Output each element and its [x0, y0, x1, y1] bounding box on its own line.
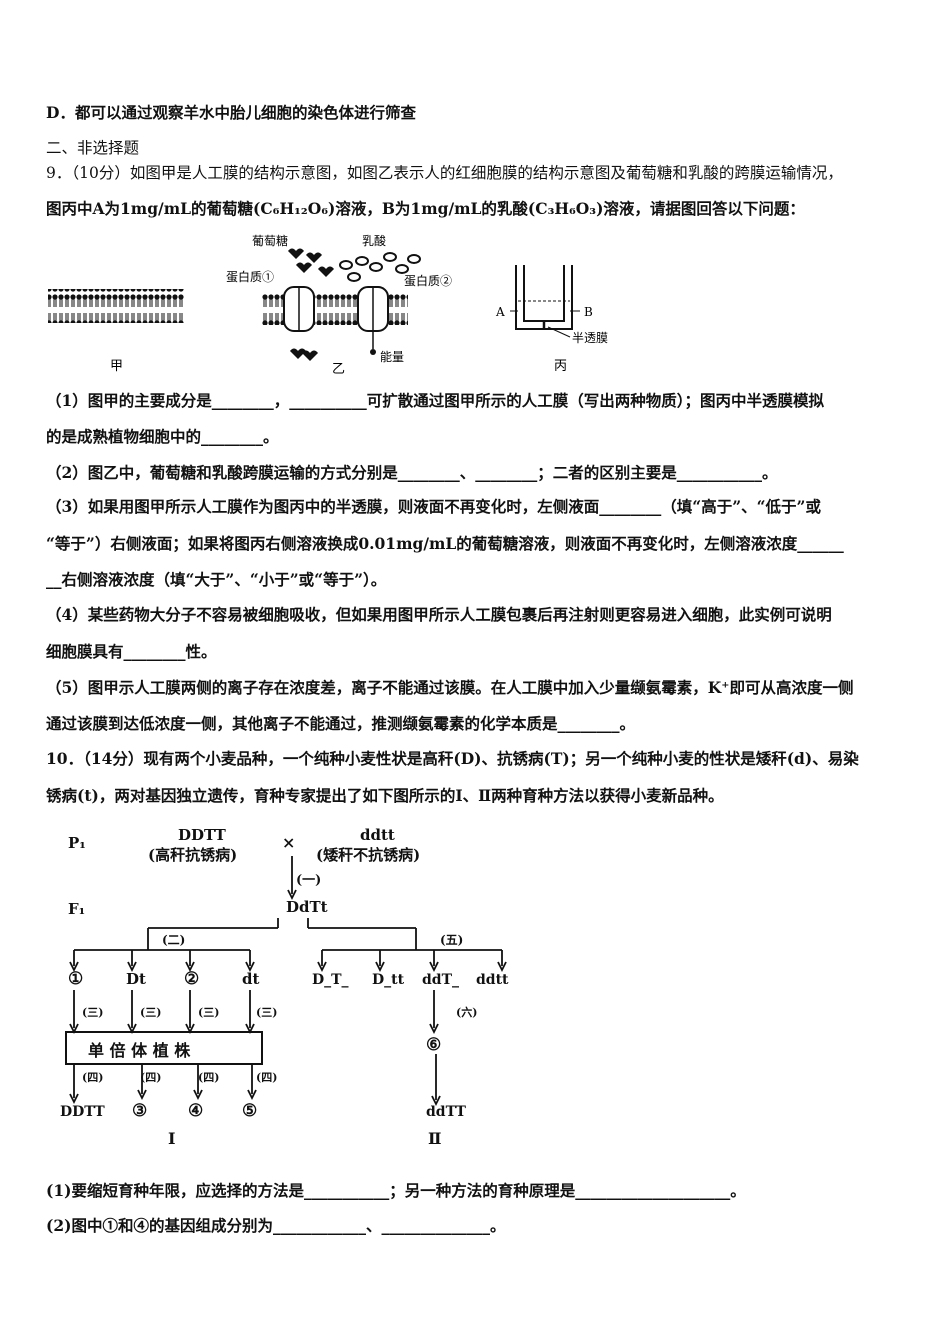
- step-five: (五): [440, 933, 463, 947]
- gamete-1: ①: [68, 969, 83, 989]
- label-semipermeable: 半透膜: [572, 331, 608, 345]
- offspring-six: ⑥: [426, 1035, 441, 1055]
- step-three-2: (三): [140, 1006, 161, 1019]
- figure-membranes: 甲 葡萄糖 乳酸 蛋白质① 蛋白质② 能量 乙 A B: [48, 233, 608, 377]
- q9-part3-b: “等于”）右侧液面；如果将图丙右侧溶液换成0.01mg/mL的葡萄糖溶液，则液面…: [46, 534, 844, 553]
- q9-part1-b: 的是成熟植物细胞中的________。: [46, 427, 279, 446]
- f2-class-1: D_T_: [312, 972, 349, 988]
- red-cell-membrane-diagram: [262, 248, 421, 361]
- option-d: D．都可以通过观察羊水中胎儿细胞的染色体进行筛查: [46, 103, 416, 122]
- q10-part2: (2)图中①和④的基因组成分别为____________、___________…: [46, 1216, 506, 1235]
- q9-part5-b: 通过该膜到达低浓度一侧，其他离子不能通过，推测缬氨霉素的化学本质是_______…: [46, 714, 636, 733]
- product-3: ④: [188, 1101, 203, 1121]
- f2-class-2: D_tt: [372, 972, 405, 988]
- method-one: Ⅰ: [168, 1129, 175, 1148]
- product-1: DDTT: [60, 1104, 105, 1120]
- label-p1: P₁: [68, 834, 86, 852]
- step-three-1: (三): [82, 1006, 103, 1019]
- haploid-plants: 单 倍 体 植 株: [88, 1041, 191, 1060]
- artificial-membrane-diagram: [48, 289, 184, 323]
- parent2-phenotype: (矮秆不抗锈病): [316, 846, 420, 864]
- product-4: ⑤: [242, 1101, 257, 1121]
- product-2: ③: [132, 1101, 147, 1121]
- product-final: ddTT: [426, 1104, 466, 1120]
- label-yi: 乙: [332, 362, 345, 377]
- label-protein2: 蛋白质②: [404, 273, 452, 288]
- label-f1: F₁: [68, 900, 85, 918]
- parent1-genotype: DDTT: [178, 826, 227, 844]
- parent1-phenotype: (高秆抗锈病): [148, 846, 237, 864]
- label-bing: 丙: [554, 359, 567, 374]
- gamete-3: ②: [184, 969, 199, 989]
- q10-intro-2: 锈病(t)，两对基因独立遗传，育种专家提出了如下图所示的Ⅰ、Ⅱ两种育种方法以获得…: [46, 786, 724, 805]
- step-four-4: (四): [256, 1071, 277, 1084]
- label-a: A: [495, 305, 505, 319]
- gamete-4: dt: [242, 970, 259, 988]
- step-six: (六): [456, 1005, 477, 1019]
- cross-symbol: ×: [282, 833, 295, 852]
- f2-class-4: ddtt: [476, 972, 509, 988]
- q9-part1-a: （1）图甲的主要成分是________，__________可扩散通过图甲所示的…: [46, 391, 825, 410]
- label-lactic: 乳酸: [362, 233, 386, 248]
- label-b: B: [584, 305, 593, 319]
- q9-part2: （2）图乙中，葡萄糖和乳酸跨膜运输的方式分别是________、________…: [46, 463, 778, 482]
- label-protein1: 蛋白质①: [226, 269, 274, 284]
- q10-part1: (1)要缩短育种年限，应选择的方法是___________；另一种方法的育种原理…: [46, 1181, 746, 1200]
- step-four-2: (四): [140, 1071, 161, 1084]
- section-heading: 二、非选择题: [46, 139, 140, 157]
- q9-part3-a: （3）如果用图甲所示人工膜作为图丙中的半透膜，则液面不再变化时，左侧液面____…: [46, 497, 821, 516]
- step-three-4: (三): [256, 1006, 277, 1019]
- step-two: (二): [162, 933, 185, 947]
- q9-part4-b: 细胞膜具有________性。: [46, 642, 217, 661]
- f2-class-3: ddT_: [422, 972, 459, 988]
- q9-part3-c: __右侧溶液浓度（填“大于”、“小于”或“等于”）。: [46, 570, 387, 589]
- q10-intro-1: 10．（14分）现有两个小麦品种，一个纯种小麦性状是高秆(D)、抗锈病(T)；另…: [46, 749, 859, 768]
- diagram-lines: [65, 856, 507, 1107]
- step-four-3: (四): [198, 1071, 219, 1084]
- q9-part5-a: （5）图甲示人工膜两侧的离子存在浓度差，离子不能通过该膜。在人工膜中加入少量缬氨…: [46, 678, 854, 697]
- label-jia: 甲: [110, 359, 123, 374]
- u-tube-diagram: [510, 265, 580, 338]
- parent2-genotype: ddtt: [360, 826, 395, 844]
- label-glucose: 葡萄糖: [252, 233, 288, 248]
- step-one: (一): [296, 873, 321, 888]
- gamete-2: Dt: [126, 970, 146, 988]
- f1-genotype: DdTt: [286, 898, 328, 916]
- q9-intro-2: 图丙中A为1mg/mL的葡萄糖(C₆H₁₂O₆)溶液，B为1mg/mL的乳酸(C…: [46, 199, 805, 218]
- step-three-3: (三): [198, 1006, 219, 1019]
- method-two: Ⅱ: [428, 1129, 441, 1148]
- step-four-1: (四): [82, 1071, 103, 1084]
- figure-breeding: P₁ DDTT (高秆抗锈病) × ddtt (矮秆不抗锈病) (一) F₁ D…: [60, 826, 509, 1148]
- label-energy: 能量: [380, 350, 404, 364]
- q9-intro-1: 9．（10分）如图甲是人工膜的结构示意图，如图乙表示人的红细胞膜的结构示意图及葡…: [46, 164, 843, 182]
- q9-part4-a: （4）某些药物大分子不容易被细胞吸收，但如果用图甲所示人工膜包裹后再注射则更容易…: [46, 605, 832, 624]
